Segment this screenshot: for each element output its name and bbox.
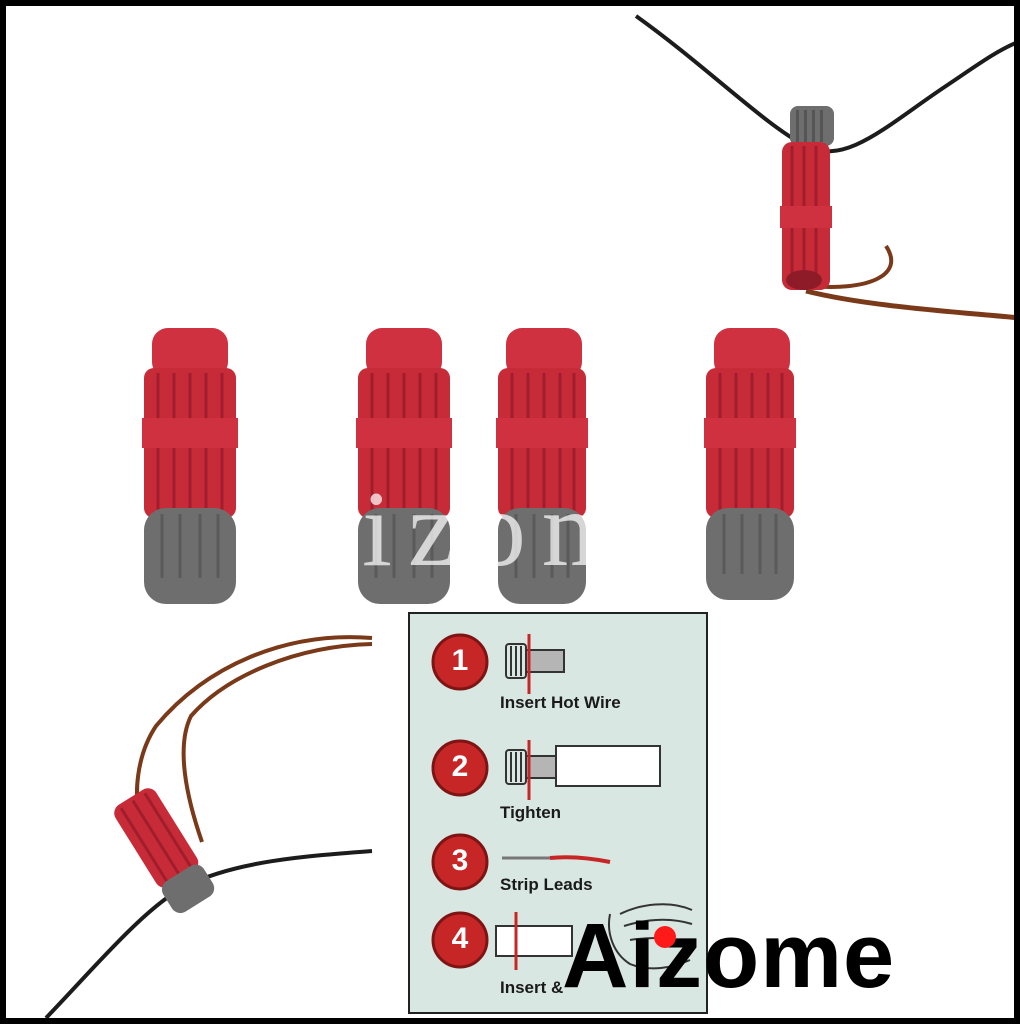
step-2-number: 2 xyxy=(451,750,469,783)
step-1-number: 1 xyxy=(451,644,469,677)
brand-logo-dot xyxy=(654,926,676,948)
step-3-label: Strip Leads xyxy=(500,875,593,894)
watermark: Aizome xyxy=(268,470,706,589)
step-4-label: Insert & xyxy=(500,978,564,997)
brand-logo-text: Aizome xyxy=(562,905,896,1007)
step-1-label: Insert Hot Wire xyxy=(500,693,621,712)
installed-connector-bottom-left xyxy=(44,635,373,1018)
step-3-number: 3 xyxy=(451,844,469,877)
instruction-panel: 1 Insert Hot Wire 2 Tighten 3 Strip Lead… xyxy=(408,612,708,1014)
connector-1 xyxy=(142,328,238,604)
installed-connector-top-right xyxy=(634,14,1014,320)
connector-4 xyxy=(704,328,796,600)
step-2-label: Tighten xyxy=(500,803,562,822)
connector-3 xyxy=(496,328,588,604)
step-3-badge-icon xyxy=(431,833,489,891)
connector-2 xyxy=(356,328,452,604)
connector-body-icon xyxy=(505,740,661,800)
step-2-badge-icon xyxy=(431,739,489,797)
instruction-graphics xyxy=(431,633,695,970)
screw-cap-icon xyxy=(505,634,565,694)
step-4-number: 4 xyxy=(451,922,469,955)
step-1-badge-icon xyxy=(431,633,489,691)
step-4-badge-icon xyxy=(431,911,489,969)
stripped-wire-icon xyxy=(502,855,611,864)
connector-row xyxy=(142,328,796,604)
